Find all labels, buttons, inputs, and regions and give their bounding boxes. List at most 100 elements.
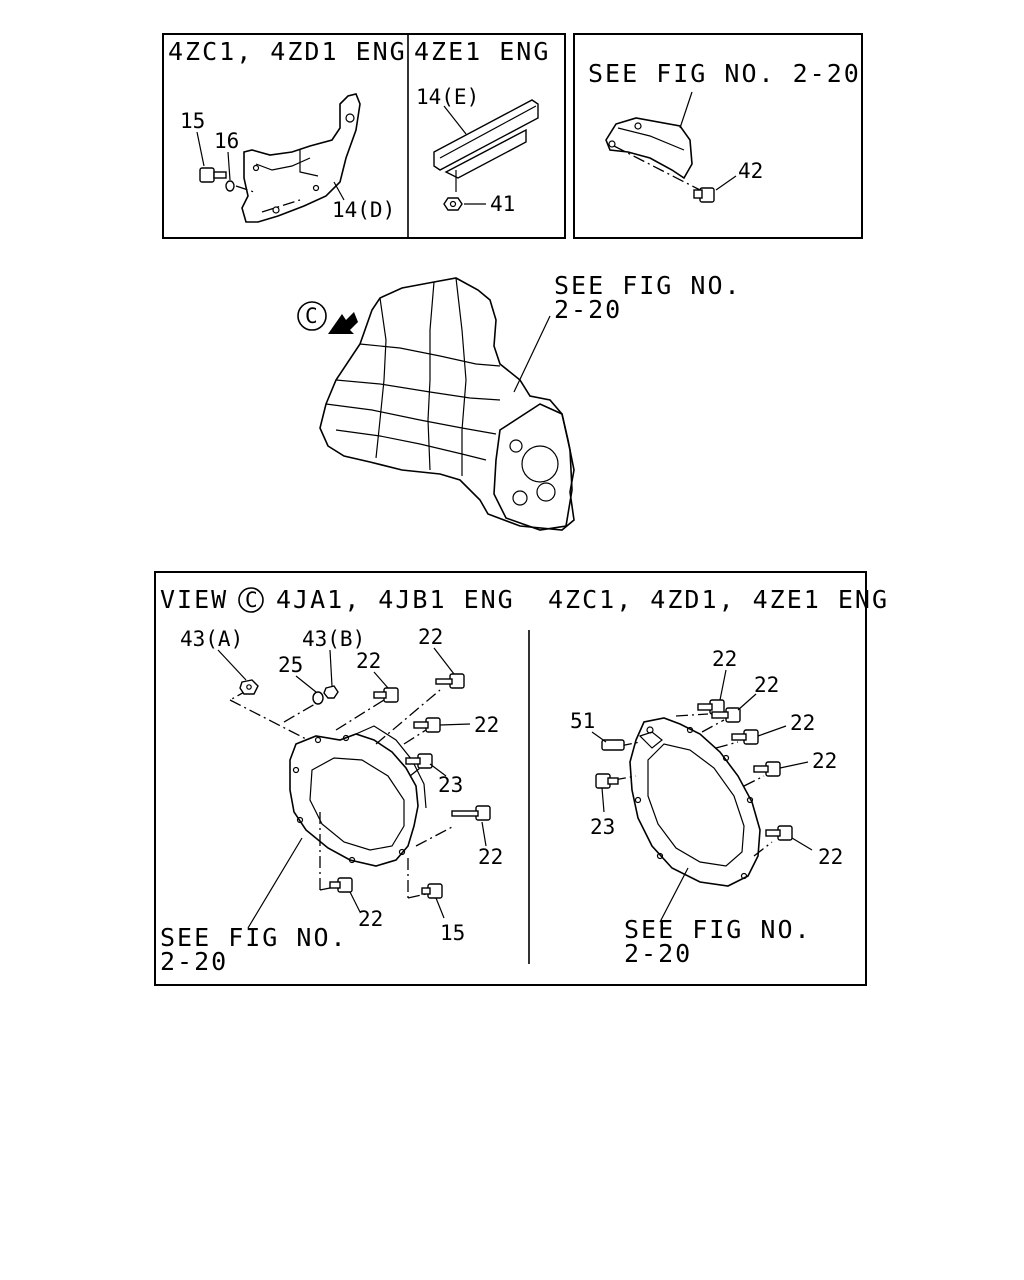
adapter-hole [746,796,754,804]
leader-dash [743,775,765,787]
bolt-22-h [731,729,759,745]
case-rib [375,297,387,459]
leader-22c [439,723,471,726]
bolt-22-i [753,761,781,777]
leader-22h [757,725,787,737]
leader-43b [329,649,333,687]
heat-shield-14d [241,93,361,223]
transmission-assembly: SEE FIG NO. 2-20 C [297,271,740,531]
bolt-22-j [765,825,793,841]
bell-hole [398,848,406,856]
see-fig-note-top-right: SEE FIG NO. 2-20 [588,59,861,88]
see-fig-note-middle-line2: 2-20 [554,295,622,324]
leader-dash [701,719,725,733]
callout-14e: 14(E) [416,85,479,109]
bracket-hole [634,122,642,130]
nut-43b [323,685,339,699]
leader-dash [283,699,323,723]
leader-42 [715,175,737,191]
leader-23 [429,763,447,777]
callout-22-j: 22 [818,845,843,869]
leader-14e [443,105,467,135]
leader-22j [791,837,813,851]
header-4zc1-4zd1-4ze1: 4ZC1, 4ZD1, 4ZE1 ENG [548,585,889,614]
leader-15 [196,131,205,167]
rear-flange [493,403,573,531]
leader-dash [229,699,309,741]
case-rib [455,277,467,476]
washer-16 [225,180,255,193]
bolt-22-b [435,673,465,689]
leader-dash [261,199,301,213]
header-4zc1-4zd1: 4ZC1, 4ZD1 ENG [168,37,407,66]
callout-42: 42 [738,159,763,183]
adapter-hole [634,796,642,804]
bracket-14e [433,99,539,192]
callout-43a: 43(A) [180,627,243,651]
callout-22-c: 22 [474,713,499,737]
see-fig-note-bottom-left-line2: 2-20 [160,947,228,976]
callout-22-d: 22 [478,845,503,869]
leader-25 [295,675,317,693]
leader-22d [481,821,487,847]
adapter-plate-right [629,717,761,887]
callout-16: 16 [214,129,239,153]
leader-51 [591,731,607,743]
bell-hole [292,766,300,774]
flange-bore [521,445,559,483]
leader-14d [333,181,345,201]
leader-fig-bottom-left [247,837,303,929]
panel-top-left: 4ZC1, 4ZD1 ENG 4ZE1 ENG 15 16 14(D) [162,33,566,239]
bolt-22-c [413,717,441,733]
callout-22-g: 22 [754,673,779,697]
leader-dash [715,741,739,749]
header-4ze1: 4ZE1 ENG [414,37,550,66]
flange-bore [509,439,523,453]
case-rib [359,343,501,367]
leader-fig-bottom-right [659,867,689,923]
panel-bottom-frame [154,571,867,986]
view-c-marker [297,301,327,331]
adapter-hole [656,852,664,860]
view-c-letter: C [305,304,318,328]
see-fig-note-bottom-right-line2: 2-20 [624,939,692,968]
case-rib [427,281,435,471]
adapter-tab [638,731,663,749]
washer-25 [312,691,324,705]
leader-23r [601,787,605,813]
flange-bore [512,490,528,506]
adapter-inner [647,743,745,867]
callout-41: 41 [490,192,515,216]
view-label: VIEW [160,585,228,614]
view-c-marker-bottom [238,587,264,613]
leader-22g [737,693,757,711]
callout-14d: 14(D) [332,198,395,222]
shield-hole [345,113,355,123]
bolt-path [613,145,701,191]
shield-hole [252,164,260,172]
bolt-22-a [373,687,399,703]
shield-hole [312,184,320,192]
bell-hole [314,736,322,744]
flange-bore [536,482,556,502]
panel-top-right-frame [573,33,863,239]
callout-22-f: 22 [712,647,737,671]
leader-16 [227,151,231,181]
bolt-22-e [329,877,353,893]
leader-22b [433,647,455,675]
header-4ja1-4jb1: 4JA1, 4JB1 ENG [276,585,515,614]
leader-dash [335,699,385,731]
callout-25: 25 [278,653,303,677]
leader-dash [415,825,455,847]
bracket-hole [608,140,616,148]
callout-15: 15 [180,109,205,133]
leader-dash [409,767,421,777]
panel-bottom: VIEW C 4JA1, 4JB1 ENG 4ZC1, 4ZD1, 4ZE1 E… [154,571,889,986]
shield-hole [272,206,280,214]
leader-22i [779,761,809,769]
bolt-15-bottom [421,883,443,899]
nut-41 [443,197,463,211]
callout-22-e: 22 [358,907,383,931]
